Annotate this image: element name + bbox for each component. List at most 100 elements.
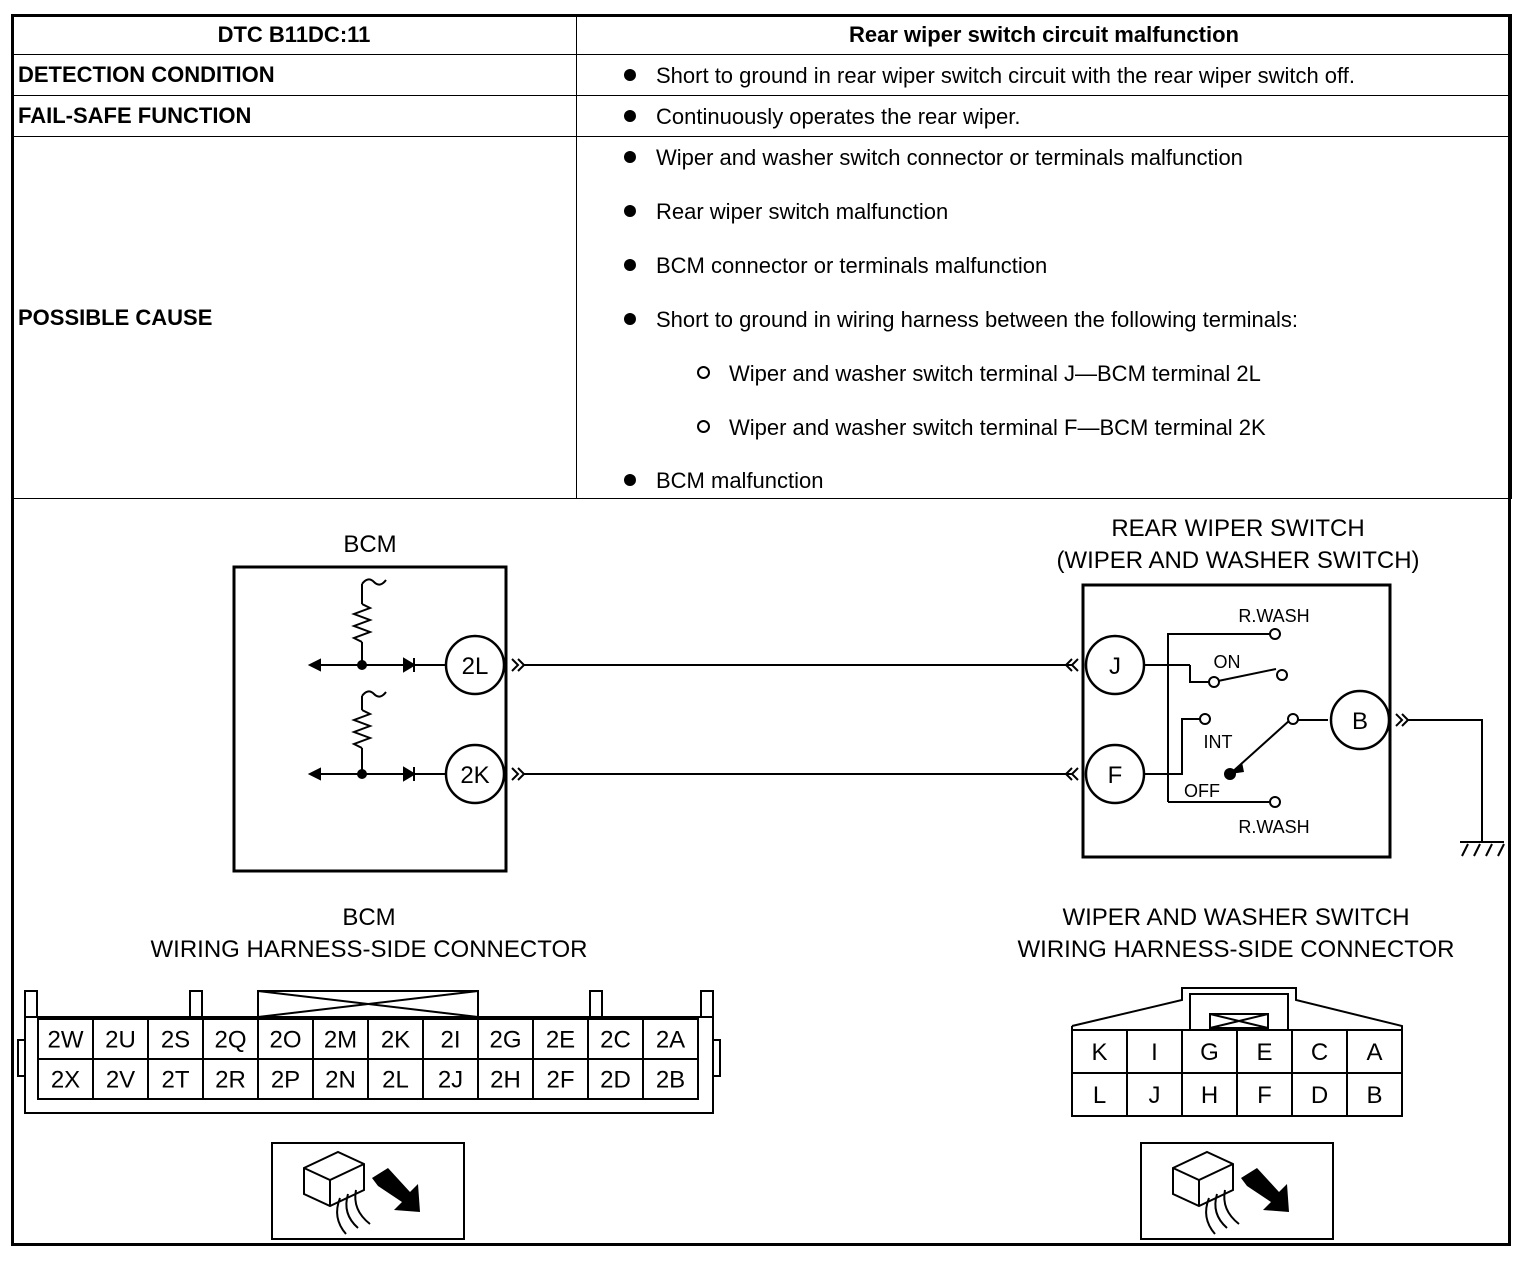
ring-bullet-icon xyxy=(697,420,710,433)
dtc-title: Rear wiper switch circuit malfunction xyxy=(576,14,1512,55)
bullet-icon xyxy=(624,69,636,81)
bcm-pin-label: 2T xyxy=(161,1067,189,1094)
switch-pin-cell xyxy=(1346,1072,1403,1117)
failsafe-item: Continuously operates the rear wiper. xyxy=(624,104,1021,130)
bcm-box xyxy=(232,565,508,873)
failsafe-cell: Continuously operates the rear wiper. xyxy=(576,95,1512,137)
bcm-pin-cell xyxy=(587,1018,644,1060)
bcm-pin-label: 2D xyxy=(600,1067,631,1094)
bcm-pin-label: 2P xyxy=(271,1067,300,1094)
connector-plug-icon xyxy=(303,1150,371,1235)
terminal-b xyxy=(1329,689,1391,751)
label-on: ON xyxy=(1214,652,1241,672)
terminal-2l xyxy=(444,634,506,696)
bcm-pin-label: 2S xyxy=(161,1027,190,1054)
bcm-pin-cell xyxy=(147,1058,204,1100)
bcm-circuit-2l xyxy=(307,578,446,673)
bullet-icon xyxy=(624,259,636,271)
terminal-2k xyxy=(444,743,506,805)
bcm-pin-label: 2O xyxy=(269,1027,301,1054)
bullet-icon xyxy=(624,313,636,325)
switch-pin-label: H xyxy=(1201,1082,1218,1109)
junction-dot xyxy=(357,660,367,670)
label-rwash-top: R.WASH xyxy=(1238,606,1309,626)
detection-item: Short to ground in rear wiper switch cir… xyxy=(624,63,1355,89)
terminal-f xyxy=(1084,743,1146,805)
failsafe-text: Continuously operates the rear wiper. xyxy=(656,104,1021,129)
bcm-pin-label: 2C xyxy=(600,1027,631,1054)
cause-subtext: Wiper and washer switch terminal J—BCM t… xyxy=(729,361,1261,386)
switch-pin-label: F xyxy=(1257,1082,1272,1109)
cause-text: Wiper and washer switch connector or ter… xyxy=(656,145,1243,170)
bcm-pin-label: 2J xyxy=(438,1067,463,1094)
bcm-pin-label: 2E xyxy=(546,1027,575,1054)
bcm-pin-label: 2B xyxy=(656,1067,685,1094)
bcm-pin-label: 2F xyxy=(546,1067,574,1094)
detection-label: DETECTION CONDITION xyxy=(11,54,577,96)
bcm-pin-label: 2M xyxy=(324,1027,357,1054)
list-item: BCM malfunction xyxy=(624,468,824,494)
bcm-pin-label: 2I xyxy=(440,1027,460,1054)
switch-pin-cell xyxy=(1071,1072,1128,1117)
switch-pin-label: L xyxy=(1093,1082,1106,1109)
connector-view-icon xyxy=(271,1142,465,1240)
detection-row: DETECTION CONDITION Short to ground in r… xyxy=(11,54,1512,96)
dtc-table: DTC B11DC:11 Rear wiper switch circuit m… xyxy=(11,14,1512,499)
contact-int xyxy=(1199,713,1211,725)
dtc-code: DTC B11DC:11 xyxy=(11,14,577,55)
contact-on-b xyxy=(1276,669,1288,681)
bcm-pin-cell xyxy=(37,1018,94,1060)
bcm-pin-label: 2K xyxy=(381,1027,410,1054)
contact-rwash-bottom xyxy=(1269,796,1281,808)
bullet-icon xyxy=(624,205,636,217)
terminal-f-label: F xyxy=(1108,762,1123,789)
switch-pin-label: K xyxy=(1091,1039,1107,1066)
switch-pin-cell xyxy=(1236,1072,1293,1117)
terminal-2l-label: 2L xyxy=(462,653,489,680)
table-header-row: DTC B11DC:11 Rear wiper switch circuit m… xyxy=(11,14,1512,55)
bullet-icon xyxy=(624,110,636,122)
label-off: OFF xyxy=(1184,781,1220,801)
failsafe-row: FAIL-SAFE FUNCTION Continuously operates… xyxy=(11,95,1512,137)
bcm-pin-label: 2W xyxy=(48,1027,84,1054)
cause-subtext: Wiper and washer switch terminal F—BCM t… xyxy=(729,415,1266,440)
bcm-pin-cell xyxy=(92,1058,149,1100)
bcm-pin-cell xyxy=(312,1018,369,1060)
list-item: Rear wiper switch malfunction xyxy=(624,199,949,225)
switch-contacts xyxy=(1144,633,1505,857)
connector-view-icon xyxy=(1140,1142,1334,1240)
detection-cell: Short to ground in rear wiper switch cir… xyxy=(576,54,1512,96)
wiring-diagram: BCM 2L 2K R xyxy=(14,506,1508,1242)
arrow-icon xyxy=(1241,1168,1289,1212)
contact-b-pivot xyxy=(1287,713,1299,725)
sub-list-item: Wiper and washer switch terminal J—BCM t… xyxy=(697,361,1261,387)
harness-wires xyxy=(511,658,1079,781)
switch-pin-label: A xyxy=(1366,1039,1382,1066)
bcm-connector-title-2: WIRING HARNESS-SIDE CONNECTOR xyxy=(151,936,588,963)
bcm-pin-cell xyxy=(642,1058,699,1100)
switch-pin-label: B xyxy=(1366,1082,1382,1109)
cause-cell: Wiper and washer switch connector or ter… xyxy=(576,136,1512,499)
bullet-icon xyxy=(624,151,636,163)
switch-terminals xyxy=(1199,628,1299,808)
bullet-icon xyxy=(624,474,636,486)
switch-pin-label: E xyxy=(1256,1039,1272,1066)
bcm-pin-label: 2U xyxy=(105,1027,136,1054)
bcm-pin-label: 2L xyxy=(382,1067,409,1094)
contact-on-a xyxy=(1208,676,1220,688)
bcm-pin-cell xyxy=(92,1018,149,1060)
terminal-b-label: B xyxy=(1352,708,1368,735)
switch-pin-cell xyxy=(1291,1072,1348,1117)
switch-pin-label: C xyxy=(1311,1039,1328,1066)
bcm-pin-label: 2X xyxy=(51,1067,80,1094)
switch-connector-title-2: WIRING HARNESS-SIDE CONNECTOR xyxy=(1018,936,1455,963)
detection-text: Short to ground in rear wiper switch cir… xyxy=(656,63,1355,88)
cause-text: Rear wiper switch malfunction xyxy=(656,199,949,224)
cause-text: BCM connector or terminals malfunction xyxy=(656,253,1048,278)
terminal-j xyxy=(1084,634,1146,696)
cause-row: POSSIBLE CAUSE Wiper and washer switch c… xyxy=(11,136,1512,499)
junction-dot xyxy=(357,769,367,779)
bcm-pin-label: 2H xyxy=(490,1067,521,1094)
tilde-icon xyxy=(361,578,387,586)
